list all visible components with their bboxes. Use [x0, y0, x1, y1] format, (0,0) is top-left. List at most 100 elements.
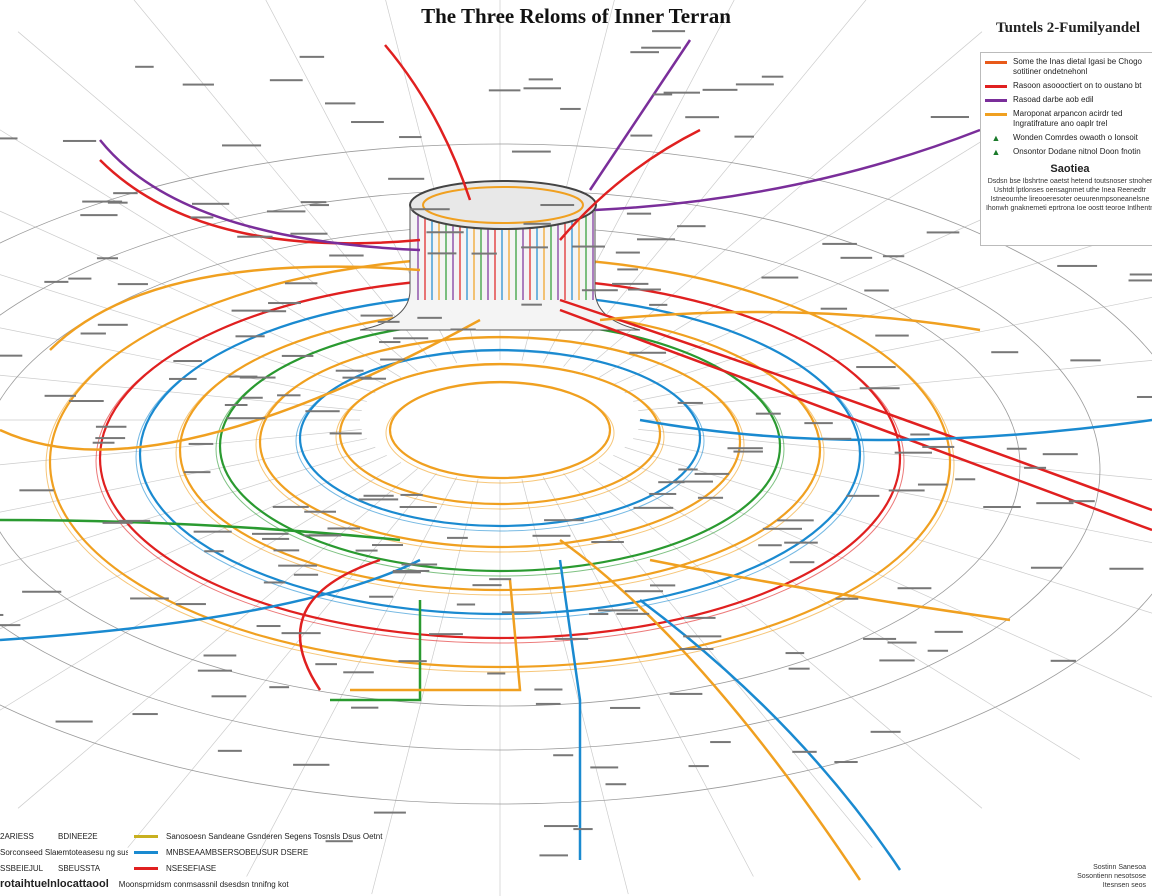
station-label-mark [555, 638, 589, 640]
station-label-mark [553, 754, 573, 756]
station-label-mark [625, 590, 663, 592]
station-label-mark [922, 446, 954, 448]
station-label-mark [380, 359, 405, 361]
tunnel-line [595, 130, 980, 210]
station-label-mark [532, 535, 570, 537]
footer-line-label: Sanosoesn Sandeane Gsnderen Segens Tosns… [166, 832, 382, 841]
station-label-mark [777, 519, 814, 521]
station-label-mark [327, 527, 360, 529]
station-label-mark [45, 395, 76, 397]
legend-swatch [985, 61, 1007, 64]
station-label-mark [863, 638, 896, 640]
station-label-mark [823, 438, 851, 440]
station-label-mark [0, 137, 18, 139]
station-label-mark [834, 761, 857, 763]
station-label-mark [189, 443, 214, 445]
station-label-mark [991, 351, 1018, 353]
footer-row-b: SBEUSSTA [58, 864, 128, 873]
station-label-mark [895, 452, 932, 454]
station-label-mark [1069, 500, 1095, 502]
station-label-mark [790, 561, 815, 563]
station-label-mark [310, 204, 329, 206]
station-label-mark [56, 721, 93, 723]
station-label-mark [689, 765, 709, 767]
station-label-mark [301, 201, 327, 203]
legend-item: Some the Inas dietal Igasi be Chogo soti… [985, 57, 1152, 77]
legend-section-heading: Saotiea [985, 163, 1152, 175]
station-label-mark [524, 87, 561, 89]
station-label-mark [591, 541, 624, 543]
station-label-mark [1031, 567, 1062, 569]
station-label-mark [883, 255, 904, 257]
station-label-mark [612, 283, 648, 285]
legend-item: Rasoad darbe aob edil [985, 95, 1152, 105]
station-label-mark [539, 854, 568, 856]
station-label-mark [649, 493, 676, 495]
station-label-mark [628, 289, 661, 291]
station-label-mark [841, 257, 873, 259]
station-label-mark [627, 213, 651, 215]
station-label-mark [336, 370, 364, 372]
tunnel-line [560, 560, 580, 860]
station-label-mark [524, 223, 551, 225]
legend-label: Rasoad darbe aob edil [1013, 95, 1094, 105]
station-label-mark [351, 121, 384, 123]
grid-radial [18, 469, 418, 809]
line-swatch [134, 851, 158, 854]
station-label-mark [429, 633, 463, 635]
station-label-mark [544, 519, 584, 521]
station-label-mark [361, 315, 393, 317]
station-label-mark [359, 498, 399, 500]
tunnel-line [650, 560, 1010, 620]
footer-row-a: SSBEIEJUL [0, 864, 58, 873]
station-label-mark [113, 192, 138, 194]
station-label-mark [304, 511, 336, 513]
station-label-mark [856, 366, 895, 368]
station-label-mark [400, 506, 437, 508]
footer-line-item: MNBSEAAMBSERSOBEUSUR DSERE [134, 844, 382, 860]
station-label-mark [698, 497, 723, 499]
station-label-mark [684, 617, 716, 619]
map-title: The Three Reloms of Inner Terran [0, 4, 1152, 29]
station-label-mark [1129, 279, 1152, 281]
station-label-mark [400, 494, 422, 496]
station-label-mark [0, 614, 3, 616]
station-label-mark [489, 578, 511, 580]
station-label-mark [762, 76, 784, 78]
station-label-mark [598, 609, 638, 611]
station-label-mark [232, 310, 271, 312]
tunnel-line [0, 320, 480, 450]
station-label-mark [582, 289, 618, 291]
footer-caption: Moonsprnidsm conmsassnil dsesdsn tnnifng… [119, 880, 289, 889]
line-swatch [134, 867, 158, 870]
station-label-mark [860, 387, 900, 389]
station-label-mark [264, 581, 285, 583]
station-label-mark [267, 210, 305, 212]
station-label-mark [184, 471, 211, 473]
station-label-mark [871, 731, 901, 733]
station-label-mark [512, 151, 551, 153]
station-label-mark [63, 140, 96, 142]
legend-swatch [985, 85, 1007, 88]
station-label-mark [119, 520, 150, 522]
station-label-mark [0, 624, 20, 626]
station-label-mark [786, 652, 805, 654]
station-label-mark [262, 538, 289, 540]
station-label-mark [285, 282, 317, 284]
tunnel-line [0, 520, 400, 540]
station-label-mark [590, 766, 618, 768]
station-label-mark [132, 713, 157, 715]
station-label-mark [605, 783, 626, 785]
legend-label: Maroponat arpancon acirdr ted Ingratifra… [1013, 109, 1152, 129]
station-label-mark [677, 225, 706, 227]
station-label-mark [97, 257, 118, 259]
station-label-mark [235, 335, 264, 337]
station-label-mark [364, 495, 394, 497]
station-label-mark [756, 413, 781, 415]
station-label-mark [664, 92, 700, 94]
station-label-mark [98, 324, 128, 326]
station-label-mark [96, 426, 127, 428]
legend-item: ▲Wonden Comrdes owaoth o Ionsoit [985, 133, 1152, 143]
station-label-mark [343, 671, 374, 673]
station-label-mark [1109, 568, 1143, 570]
